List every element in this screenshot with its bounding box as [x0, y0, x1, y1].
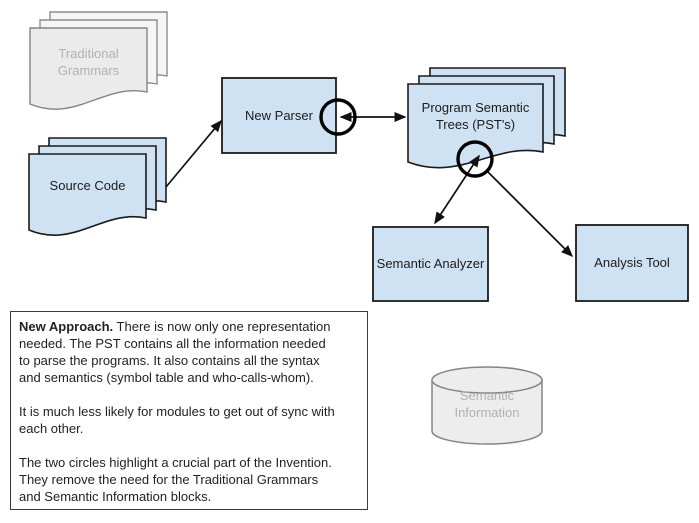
traditional-grammars-node [29, 11, 168, 110]
edge-pst-to-semantic-analyzer [434, 154, 480, 225]
note-box: New Approach. There is now only one repr… [10, 311, 368, 510]
pst-doc-front [407, 83, 544, 169]
note-paragraph-3: The two circles highlight a crucial part… [19, 455, 332, 504]
semantic-information-cylinder-top [431, 366, 543, 394]
source-code-doc-front [28, 153, 147, 236]
highlight-circle-parser-pst [319, 98, 357, 136]
semantic-information-cylinder-body [431, 379, 543, 445]
source-code-node [28, 137, 167, 236]
new-parser-node [221, 77, 337, 154]
semantic-analyzer-node [372, 226, 489, 302]
note-paragraph-1: New Approach. There is now only one repr… [19, 318, 359, 386]
note-paragraph-2: It is much less likely for modules to ge… [19, 404, 335, 436]
analysis-tool-node [575, 224, 689, 302]
edge-pst-to-analysis-tool [485, 169, 574, 258]
pst-node [407, 67, 566, 169]
edge-source-code-to-new-parser [165, 119, 222, 188]
note-title: New Approach. [19, 319, 114, 334]
highlight-circle-pst-bottom [456, 140, 494, 178]
note-paragraph-1-text: There is now only one representation nee… [19, 319, 331, 385]
traditional-grammars-doc-front [29, 27, 148, 110]
semantic-information-node [431, 366, 543, 445]
